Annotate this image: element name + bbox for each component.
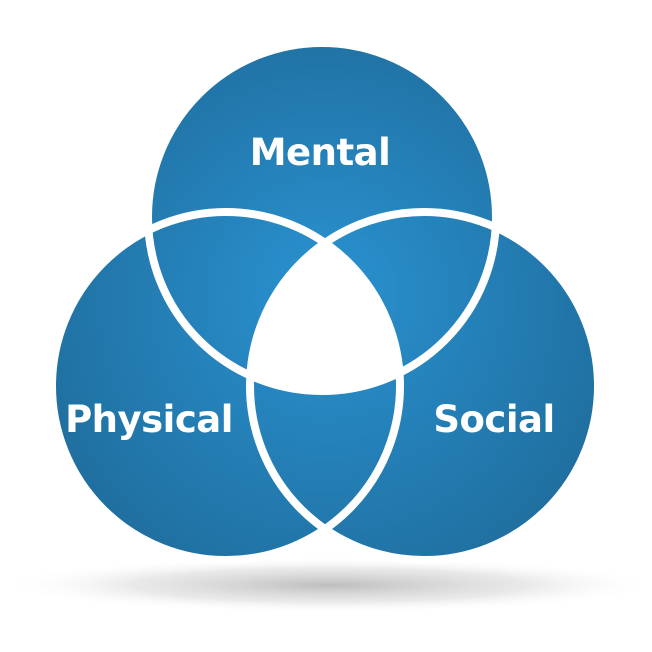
outline-mental [144, 39, 500, 395]
circle-mental [148, 43, 496, 391]
label-physical: Physical [65, 398, 233, 441]
floor-shadow [0, 557, 652, 613]
label-social: Social [433, 398, 554, 441]
label-mental: Mental [250, 131, 391, 174]
circle-outlines [48, 39, 602, 564]
outline-social [246, 208, 602, 564]
outline-physical [48, 208, 404, 564]
center-intersection [250, 212, 400, 391]
